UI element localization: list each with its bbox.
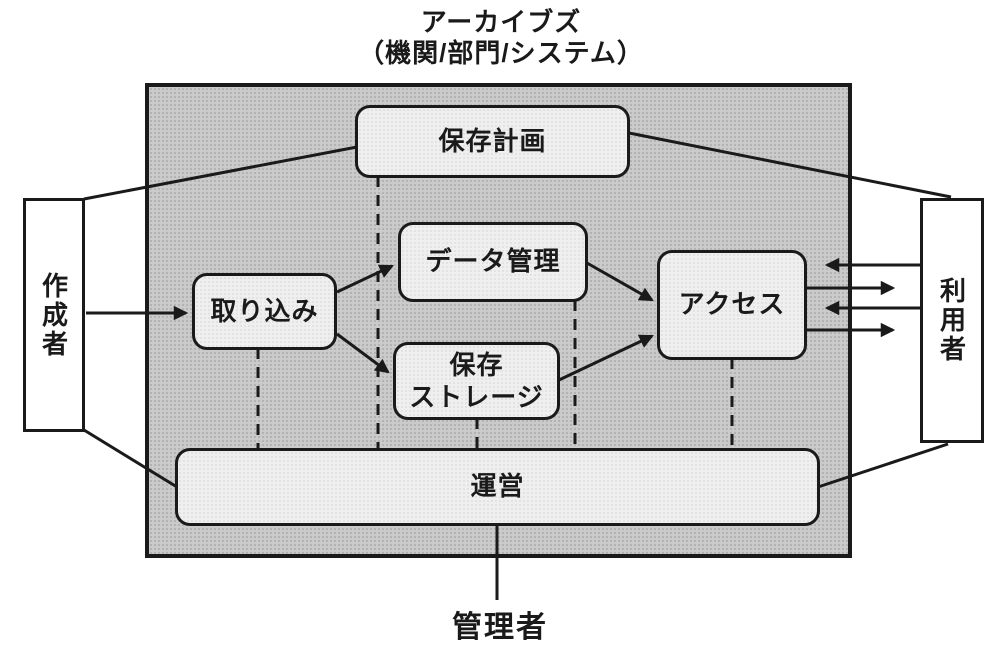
node-access-label: アクセス: [678, 289, 786, 320]
actor-producer-label: 作成者: [38, 271, 69, 359]
node-administration: 運営: [175, 448, 820, 526]
manager-label: 管理者: [400, 602, 600, 646]
actor-consumer-box: 利用者: [920, 198, 984, 443]
manager-label-text: 管理者: [452, 611, 548, 644]
actor-producer-box: 作成者: [23, 198, 85, 432]
node-archival-storage-label-line1: 保存: [449, 349, 504, 380]
node-archival-storage-label-line2: ストレージ: [409, 382, 544, 412]
diagram-title-line1: アーカイブズ: [420, 7, 582, 37]
node-preservation-planning: 保存計画: [355, 105, 630, 178]
actor-consumer-label: 利用者: [936, 277, 967, 364]
node-administration-label: 運営: [470, 471, 525, 502]
node-access: アクセス: [657, 250, 807, 360]
node-preservation-planning-label: 保存計画: [438, 125, 547, 156]
diagram-title: アーカイブズ （機関/部門/システム）: [0, 7, 1002, 68]
node-data-management-label: データ管理: [425, 246, 561, 277]
node-archival-storage: 保存 ストレージ: [393, 342, 560, 420]
node-data-management: データ管理: [398, 222, 588, 302]
node-ingest: 取り込み: [192, 273, 337, 350]
diagram-title-line2: （機関/部門/システム）: [358, 37, 644, 68]
node-ingest-label: 取り込み: [210, 295, 319, 326]
